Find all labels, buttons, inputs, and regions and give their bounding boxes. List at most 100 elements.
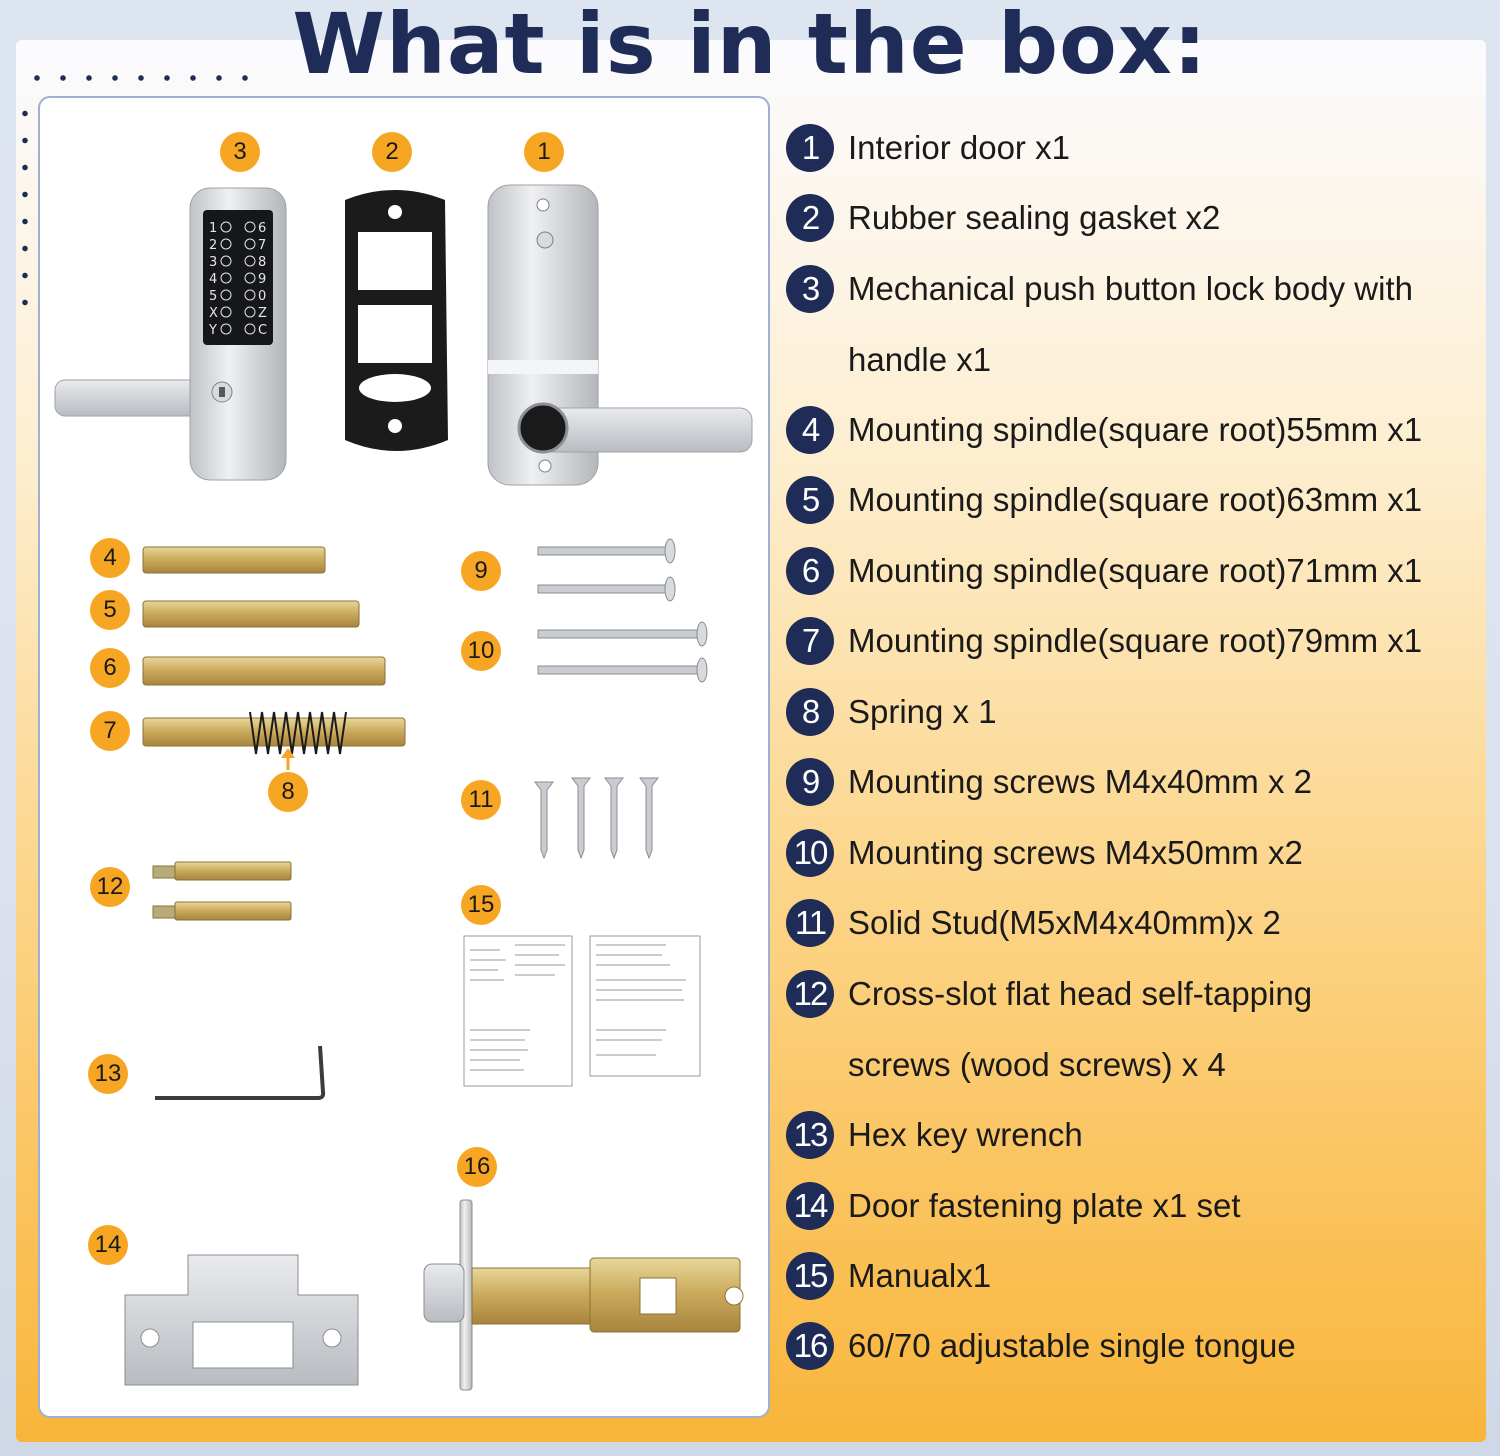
- keypad-label-right: 6: [258, 221, 266, 236]
- manual-pages: [463, 935, 701, 1087]
- keypad-button: [220, 221, 232, 233]
- keypad-label-left: X: [209, 306, 218, 321]
- item-label: 60/70 adjustable single tongue: [848, 1327, 1296, 1364]
- item-label: Mounting spindle(square root)55mm x1: [848, 411, 1423, 448]
- keypad-label-left: Y: [208, 323, 217, 338]
- item-number-badge: 16: [786, 1322, 834, 1370]
- item-label: Mounting spindle(square root)71mm x1: [848, 552, 1423, 589]
- item-label: Spring x 1: [848, 693, 997, 730]
- item-label: Solid Stud(M5xM4x40mm)x 2: [848, 904, 1281, 941]
- keypad-button: [244, 272, 256, 284]
- item-number-badge: 8: [786, 688, 834, 736]
- item-label: Mounting spindle(square root)79mm x1: [848, 622, 1423, 659]
- photo-badge-16: 16: [457, 1147, 497, 1187]
- item-label: Mounting screws M4x40mm x 2: [848, 763, 1312, 800]
- photo-badge-5: 5: [90, 590, 130, 630]
- hex-key-part: [155, 1045, 326, 1100]
- list-item: 9 Mounting screws M4x40mm x 2: [786, 752, 1312, 812]
- item-number-badge: 14: [786, 1182, 834, 1230]
- photo-badge-2: 2: [372, 132, 412, 172]
- item-label: Mounting screws M4x50mm x2: [848, 834, 1303, 871]
- list-item: 13 Hex key wrench: [786, 1105, 1083, 1165]
- item-label: Cross-slot flat head self-tapping: [848, 975, 1313, 1012]
- keypad-button: [244, 221, 256, 233]
- photo-badge-4: 4: [90, 538, 130, 578]
- item-number-badge: 6: [786, 547, 834, 595]
- keypad-button: [244, 323, 256, 335]
- keypad-label-right: C: [258, 323, 267, 338]
- photo-badge-6: 6: [90, 648, 130, 688]
- item-number-badge: 10: [786, 829, 834, 877]
- keypad-button: [244, 238, 256, 250]
- keypad-label-left: 5: [209, 289, 217, 304]
- decorative-dots-vertical: [20, 100, 30, 320]
- item-number-badge: 9: [786, 758, 834, 806]
- photo-badge-13: 13: [88, 1054, 128, 1094]
- keypad-button: [220, 289, 232, 301]
- item-label-continuation: screws (wood screws) x 4: [848, 1046, 1226, 1083]
- item-label: Mounting spindle(square root)63mm x1: [848, 481, 1423, 518]
- list-item: 5 Mounting spindle(square root)63mm x1: [786, 470, 1422, 530]
- list-item: 15 Manualx1: [786, 1246, 991, 1306]
- photo-badge-9: 9: [461, 551, 501, 591]
- list-item: 10 Mounting screws M4x50mm x2: [786, 823, 1303, 883]
- photo-badge-7: 7: [90, 711, 130, 751]
- keypad-label-left: 2: [209, 238, 217, 253]
- item-number-badge: 13: [786, 1111, 834, 1159]
- list-item: 8 Spring x 1: [786, 682, 997, 742]
- keypad-button: [220, 323, 232, 335]
- photo-badge-11: 11: [461, 780, 501, 820]
- list-item: 2 Rubber sealing gasket x2: [786, 188, 1220, 248]
- keypad-label-right: 0: [258, 289, 266, 304]
- item-label-continuation: handle x1: [848, 341, 992, 378]
- item-number-badge: 2: [786, 194, 834, 242]
- keypad-label-left: 1: [209, 221, 217, 236]
- item-number-badge: 4: [786, 406, 834, 454]
- keypad-label-right: 7: [258, 238, 266, 253]
- list-item: 7 Mounting spindle(square root)79mm x1: [786, 611, 1422, 671]
- list-item: 6 Mounting spindle(square root)71mm x1: [786, 541, 1422, 601]
- photo-badge-3: 3: [220, 132, 260, 172]
- item-number-badge: 12: [786, 970, 834, 1018]
- interior-door-part: [487, 184, 753, 486]
- photo-badge-15: 15: [461, 885, 501, 925]
- keypad-label-right: Z: [258, 306, 267, 321]
- page-title: What is in the box:: [292, 0, 1208, 93]
- item-label: Door fastening plate x1 set: [848, 1187, 1241, 1224]
- item-label: Manualx1: [848, 1257, 992, 1294]
- keypad-label-right: 9: [258, 272, 266, 287]
- photo-badge-10: 10: [461, 631, 501, 671]
- item-number-badge: 15: [786, 1252, 834, 1300]
- list-item: 3 Mechanical push button lock body with: [786, 259, 1413, 319]
- list-item: 4 Mounting spindle(square root)55mm x1: [786, 400, 1422, 460]
- keypad-button: [220, 238, 232, 250]
- photo-badge-12: 12: [90, 867, 130, 907]
- keypad-button: [244, 255, 256, 267]
- item-number-badge: 5: [786, 476, 834, 524]
- keypad-button: [220, 272, 232, 284]
- item-number-badge: 7: [786, 617, 834, 665]
- photo-badge-1: 1: [524, 132, 564, 172]
- item-label: Mechanical push button lock body with: [848, 270, 1413, 307]
- keypad-button: [244, 306, 256, 318]
- list-item: 12 Cross-slot flat head self-tapping: [786, 964, 1312, 1024]
- item-label: Hex key wrench: [848, 1116, 1083, 1153]
- solid-studs: [152, 861, 292, 921]
- latch-part: [423, 1199, 744, 1391]
- list-item: 14 Door fastening plate x1 set: [786, 1176, 1241, 1236]
- strike-plate-part: [124, 1254, 359, 1386]
- photo-badge-8: 8: [268, 772, 308, 812]
- item-number-badge: 3: [786, 265, 834, 313]
- keypad-label-left: 3: [209, 255, 217, 270]
- keypad-label-right: 8: [258, 255, 266, 270]
- spindle-parts: [142, 546, 406, 770]
- rubber-gasket-part: [345, 190, 448, 451]
- mounting-screws: [537, 538, 708, 683]
- wood-screws: [534, 777, 659, 860]
- item-label: Rubber sealing gasket x2: [848, 199, 1221, 236]
